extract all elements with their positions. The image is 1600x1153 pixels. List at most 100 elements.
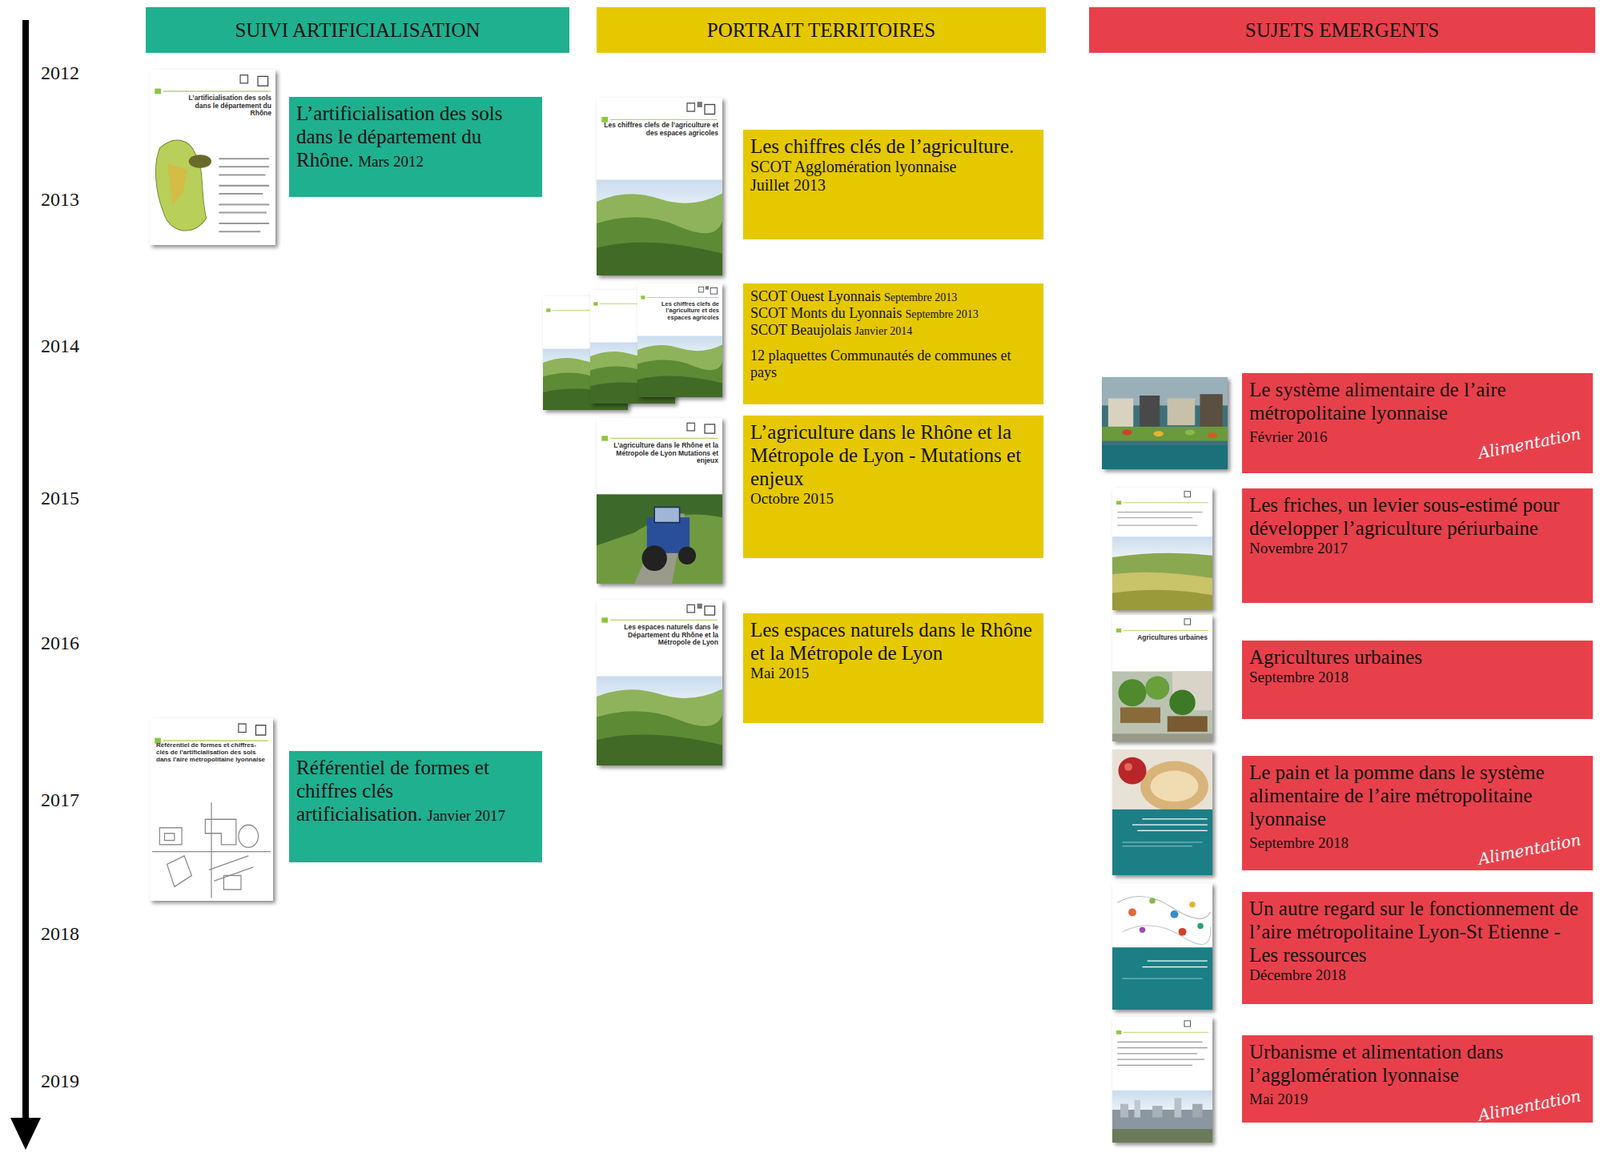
axis-line <box>22 20 29 1122</box>
text-row: PORTRAIT TERRITOIRES <box>707 18 936 42</box>
cover-title: Agricultures urbaines <box>1117 634 1208 643</box>
publication-detail: Décembre 2018 <box>1249 966 1347 984</box>
year-label: 2016 <box>40 632 97 655</box>
text-row: Mai 2015 <box>750 664 1037 683</box>
text-row: Octobre 2015 <box>750 490 1037 508</box>
publication-detail: Septembre 2018 <box>1249 668 1349 686</box>
text-row: Le pain et la pomme dans le système alim… <box>1249 760 1586 831</box>
publication-detail: SCOT Monts du Lyonnais <box>750 305 902 322</box>
text-row: SCOT Agglomération lyonnaise <box>750 157 1037 177</box>
column-header: PORTRAIT TERRITOIRES <box>596 7 1046 53</box>
text-row: L’agriculture dans le Rhône et la Métrop… <box>750 420 1037 491</box>
cover-title: Les espaces naturels dans le Département… <box>602 623 719 648</box>
text-row: Février 2016Alimentation <box>1249 424 1586 447</box>
publication-box: Urbanisme et alimentation dans l’agglomé… <box>1242 1035 1593 1123</box>
text-row: SUIVI ARTIFICIALISATION <box>234 18 480 42</box>
text-row: SCOT BeaujolaisJanvier 2014 <box>750 321 1037 339</box>
text-row: Les chiffres clés de l’agriculture. <box>750 134 1037 158</box>
column-header: SUIVI ARTIFICIALISATION <box>145 7 570 53</box>
year-label: 2017 <box>40 789 97 812</box>
text-row: Référentiel de formes et chiffres clés a… <box>296 755 535 826</box>
publication-title: Les friches, un levier sous-estimé pour … <box>1249 494 1560 539</box>
publication-title: Le pain et la pomme dans le système alim… <box>1249 761 1545 830</box>
cover-title: L’artificialisation des sols dans le dép… <box>180 94 272 118</box>
report-cover <box>149 69 276 246</box>
publication-detail: Mai 2015 <box>750 664 809 682</box>
year-label: 2014 <box>40 335 97 358</box>
year-label: 2018 <box>40 923 97 945</box>
header-text: PORTRAIT TERRITOIRES <box>707 19 936 41</box>
publication-detail: Novembre 2017 <box>1249 539 1348 557</box>
text-row: 12 plaquettes Communautés de communes et… <box>750 347 1037 382</box>
publication-title: L’agriculture dans le Rhône et la Métrop… <box>750 421 1022 490</box>
text-row: Les friches, un levier sous-estimé pour … <box>1249 493 1586 540</box>
text-row: Un autre regard sur le fonctionnement de… <box>1249 896 1586 967</box>
cover-title: Référentiel de formes et chiffres-clés d… <box>156 742 269 764</box>
cover-thumbnails <box>149 69 1228 1143</box>
report-cover <box>1112 615 1213 742</box>
text-row: Septembre 2018 <box>1249 668 1586 687</box>
text-row: SUJETS EMERGENTS <box>1245 18 1440 42</box>
publication-box: Un autre regard sur le fonctionnement de… <box>1242 892 1593 1005</box>
publication-detail: SCOT Beaujolais <box>750 321 852 338</box>
cover-title: Les chiffres clefs de l’agriculture et d… <box>640 301 720 322</box>
text-row: SCOT Monts du LyonnaisSeptembre 2013 <box>750 305 1037 322</box>
time-axis <box>10 20 41 1150</box>
report-cover <box>1101 377 1228 470</box>
column-header: SUJETS EMERGENTS <box>1089 7 1596 53</box>
cover-title: L’agriculture dans le Rhône et la Métrop… <box>602 442 719 466</box>
report-cover <box>596 418 723 584</box>
text-row: L’artificialisation des sols dans le dép… <box>296 101 535 172</box>
text-row: Septembre 2018Alimentation <box>1249 830 1586 853</box>
publication-box: Les espaces naturels dans le Rhône et la… <box>743 613 1044 724</box>
year-label: 2013 <box>40 188 97 211</box>
publication-box: Le pain et la pomme dans le système alim… <box>1242 755 1593 871</box>
report-cover <box>1112 487 1213 611</box>
text-row: Novembre 2017 <box>1249 539 1586 558</box>
header-text: SUJETS EMERGENTS <box>1245 19 1440 41</box>
publication-detail: Octobre 2015 <box>750 490 834 507</box>
publication-detail: Septembre 2013 <box>884 291 957 304</box>
publication-detail: SCOT Agglomération lyonnaise <box>750 157 957 176</box>
theme-tag: Alimentation <box>1476 830 1583 869</box>
publication-box: L’agriculture dans le Rhône et la Métrop… <box>743 415 1044 559</box>
publication-box: Le système alimentaire de l’aire métropo… <box>1242 373 1593 474</box>
publication-title: Un autre regard sur le fonctionnement de… <box>1249 897 1579 966</box>
publication-box: Les friches, un levier sous-estimé pour … <box>1242 488 1593 604</box>
publication-detail: Septembre 2018 <box>1249 834 1349 853</box>
text-row: SCOT Ouest LyonnaisSeptembre 2013 <box>750 288 1037 306</box>
report-cover <box>596 97 723 276</box>
text-row: Décembre 2018 <box>1249 966 1586 985</box>
year-label: 2012 <box>40 62 97 85</box>
publication-detail: 12 plaquettes Communautés de communes et… <box>750 347 1011 381</box>
publication-title: Les chiffres clés de l’agriculture. <box>750 135 1014 157</box>
report-cover <box>1112 1017 1213 1143</box>
theme-tag: Alimentation <box>1476 424 1583 463</box>
report-cover <box>596 599 723 766</box>
text-row: Juillet 2013 <box>750 176 1037 195</box>
publication-title: Agricultures urbaines <box>1249 646 1423 668</box>
publication-box: Référentiel de formes et chiffres clés a… <box>289 751 543 863</box>
header-text: SUIVI ARTIFICIALISATION <box>234 19 480 41</box>
text-row: Les espaces naturels dans le Rhône et la… <box>750 618 1037 665</box>
publication-detail: Janvier 2014 <box>854 325 913 338</box>
publication-title: SCOT Ouest Lyonnais <box>750 288 881 305</box>
publication-detail: Janvier 2017 <box>426 807 506 825</box>
text-row: Mai 2019Alimentation <box>1249 1086 1586 1109</box>
text-row: Le système alimentaire de l’aire métropo… <box>1249 377 1586 425</box>
publication-title: Le système alimentaire de l’aire métropo… <box>1249 378 1507 424</box>
report-cover <box>149 718 274 901</box>
theme-tag: Alimentation <box>1476 1086 1583 1126</box>
report-cover <box>1112 749 1213 876</box>
publication-detail: Juillet 2013 <box>750 176 826 194</box>
year-label: 2019 <box>40 1070 97 1093</box>
publication-detail: Mai 2019 <box>1249 1090 1308 1109</box>
axis-arrowhead <box>10 1117 41 1150</box>
text-row: Agricultures urbaines <box>1249 645 1586 669</box>
report-cover <box>637 283 723 398</box>
publication-detail: Février 2016 <box>1249 428 1328 447</box>
publication-title: Les espaces naturels dans le Rhône et la… <box>750 619 1033 664</box>
text-row: Urbanisme et alimentation dans l’agglomé… <box>1249 1040 1586 1087</box>
report-cover <box>1112 883 1213 1010</box>
